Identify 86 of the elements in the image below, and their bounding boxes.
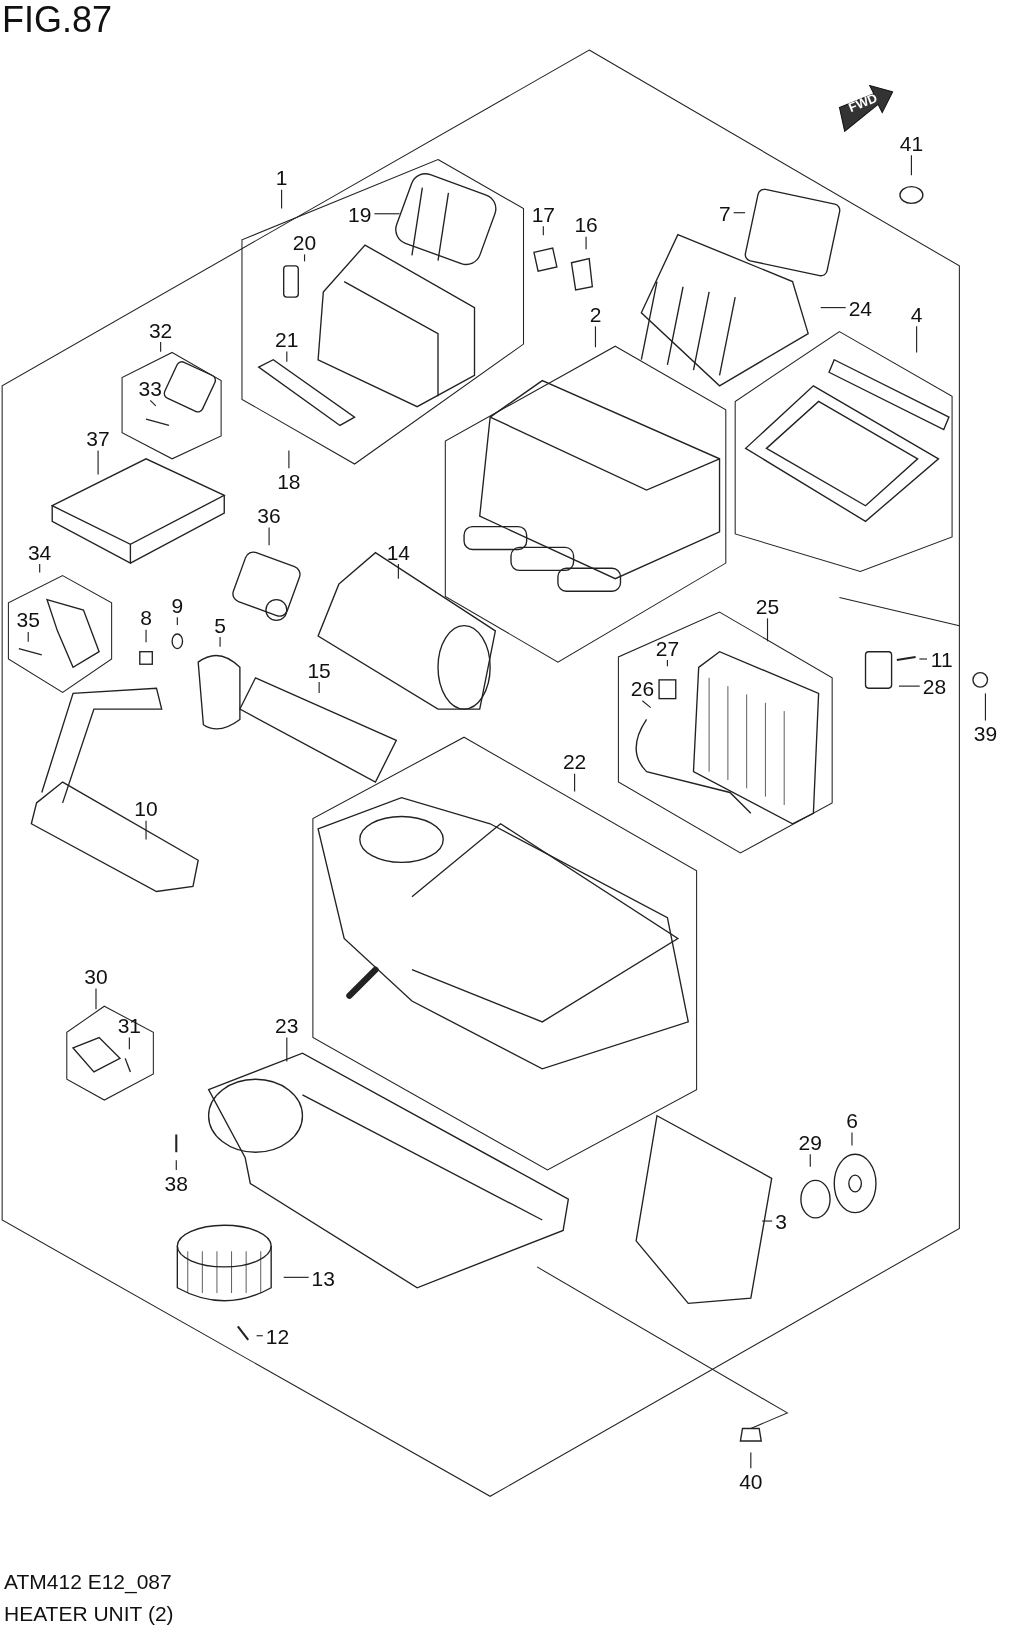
leader-line xyxy=(761,1220,773,1222)
drawing-name: HEATER UNIT (2) xyxy=(4,1602,174,1626)
callout-number: 37 xyxy=(86,427,110,449)
leader-line xyxy=(373,213,400,215)
leader-line xyxy=(160,341,162,353)
callout-number: 17 xyxy=(531,203,555,225)
callout-number: 1 xyxy=(275,166,288,188)
leader-line xyxy=(288,449,290,469)
leader-line xyxy=(666,659,668,667)
callout-number: 5 xyxy=(214,614,226,636)
callout-number: 38 xyxy=(164,1172,188,1194)
leader-line xyxy=(750,1451,752,1469)
leader-line xyxy=(176,616,178,626)
callout-number: 32 xyxy=(148,319,173,341)
leader-line xyxy=(219,636,221,648)
callout-number: 16 xyxy=(574,213,598,235)
figure-title: FIG.87 xyxy=(2,0,113,40)
callout-number: 18 xyxy=(277,470,301,492)
callout-number: 24 xyxy=(848,297,872,319)
callout-number: 7 xyxy=(718,202,731,224)
callout-number: 36 xyxy=(257,504,281,526)
callout-number: 39 xyxy=(973,722,998,744)
leader-line xyxy=(268,527,270,546)
callout-number: 2 xyxy=(589,303,602,325)
callout-number: 10 xyxy=(134,797,158,819)
leader-line xyxy=(286,350,288,363)
callout-number: 3 xyxy=(775,1210,787,1232)
leader-line xyxy=(594,325,597,348)
leader-line xyxy=(145,629,147,643)
leader-line xyxy=(585,236,587,250)
leader-line xyxy=(256,1335,264,1337)
leader-line xyxy=(128,1036,130,1050)
callout-number: 22 xyxy=(562,750,587,772)
callout-number: 27 xyxy=(655,637,680,659)
leader-line xyxy=(766,617,769,642)
leader-line xyxy=(27,631,29,643)
leader-line xyxy=(283,1276,310,1278)
callout-number: 9 xyxy=(171,594,184,616)
leader-line xyxy=(820,307,847,309)
callout-number: 8 xyxy=(140,606,152,628)
leader-line xyxy=(318,681,320,694)
leader-line xyxy=(851,1131,853,1147)
leader-line xyxy=(918,658,928,660)
callout-number: 15 xyxy=(307,659,331,680)
callout-number: 12 xyxy=(265,1325,290,1347)
callout-number: 20 xyxy=(292,231,317,253)
callout-number: 28 xyxy=(922,675,947,697)
callout-number: 26 xyxy=(630,677,655,699)
callout-number: 13 xyxy=(311,1267,335,1288)
leader-line xyxy=(286,1036,288,1063)
callout-number: 33 xyxy=(138,377,162,399)
callout-number: 29 xyxy=(798,1131,822,1153)
leader-line xyxy=(39,563,41,574)
leader-line xyxy=(303,253,306,262)
leader-line xyxy=(984,692,986,722)
callout-number: 19 xyxy=(348,203,372,225)
callout-number: 11 xyxy=(930,648,953,670)
leader-line xyxy=(175,1159,177,1171)
callout-number: 30 xyxy=(84,965,108,987)
leader-line xyxy=(809,1153,811,1168)
callout-number: 34 xyxy=(27,541,52,563)
leader-line xyxy=(97,449,99,475)
leader-line xyxy=(574,773,576,792)
callout-number: 14 xyxy=(386,541,411,563)
drawing-code: ATM412 E12_087 xyxy=(4,1570,172,1594)
callout-number: 41 xyxy=(899,132,924,154)
callout-number: 6 xyxy=(846,1109,858,1131)
callout-number: 35 xyxy=(16,608,40,630)
leader-line xyxy=(910,154,912,176)
callout-number: 25 xyxy=(755,595,780,617)
leader-line xyxy=(145,820,147,840)
callout-number: 40 xyxy=(739,1470,763,1492)
leader-line xyxy=(641,700,652,709)
leader-line xyxy=(542,225,544,236)
leader-line xyxy=(898,685,921,687)
forward-label: FWD xyxy=(846,90,879,115)
leader-line xyxy=(95,987,97,1010)
callout-number: 23 xyxy=(275,1014,299,1036)
leader-line xyxy=(397,563,399,580)
callout-number: 21 xyxy=(275,328,299,350)
leader-line xyxy=(281,189,283,210)
callout-number: 31 xyxy=(117,1014,141,1036)
callout-number: 4 xyxy=(910,303,923,325)
leader-line xyxy=(149,399,157,407)
leader-line xyxy=(733,212,746,214)
leader-line xyxy=(916,325,918,353)
